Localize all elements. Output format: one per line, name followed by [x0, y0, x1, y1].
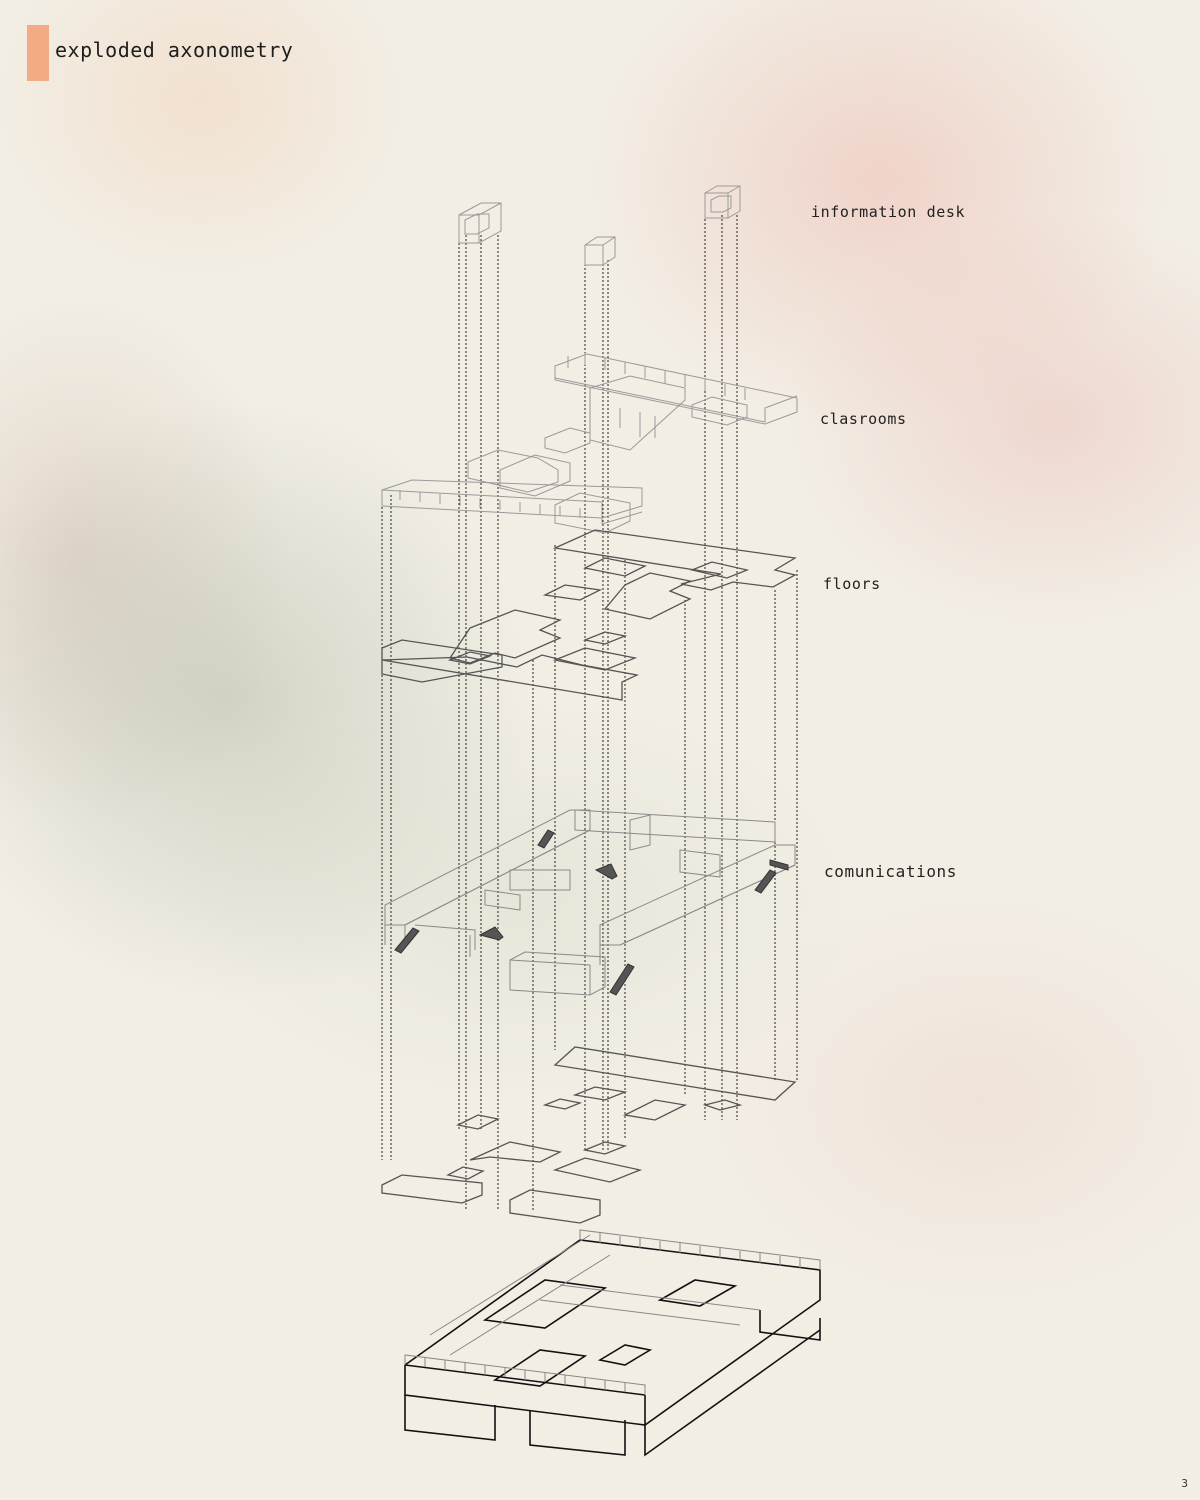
label-floors: floors — [823, 575, 881, 593]
assembled-building — [404, 1229, 821, 1457]
communications-stairs — [394, 829, 789, 996]
projection-lines — [381, 215, 798, 1210]
layer-floors — [381, 529, 797, 701]
layer-communications — [384, 809, 796, 996]
title-accent-bar — [27, 25, 49, 81]
layer-classrooms — [381, 353, 798, 534]
page-number: 3 — [1181, 1477, 1188, 1490]
layer-information-desk — [458, 185, 741, 266]
label-classrooms: clasrooms — [820, 410, 907, 428]
page-title: exploded axonometry — [55, 38, 294, 62]
layer-lower-floors — [381, 1046, 797, 1224]
label-communications: comunications — [824, 862, 958, 881]
label-information-desk: information desk — [811, 203, 966, 221]
